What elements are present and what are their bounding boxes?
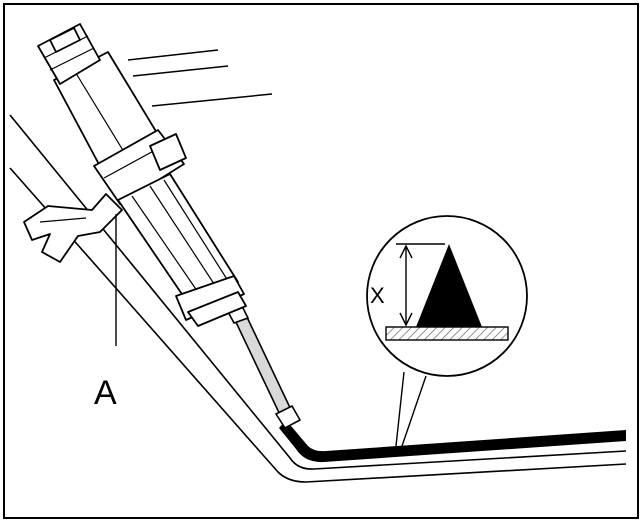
sealant-gun-icon <box>23 23 247 327</box>
dimension-x-label: X <box>370 283 385 308</box>
background-lines <box>127 49 273 107</box>
callout-a-label: A <box>94 374 117 412</box>
panel-edge <box>9 114 627 483</box>
sealant-bead-shape <box>416 244 482 327</box>
sealant-bead <box>279 420 626 463</box>
substrate-strip <box>385 326 509 341</box>
dimension-x <box>396 243 445 327</box>
nozzle <box>224 300 302 430</box>
bead-detail-inset: X <box>366 215 528 377</box>
detail-leaders <box>395 371 427 447</box>
